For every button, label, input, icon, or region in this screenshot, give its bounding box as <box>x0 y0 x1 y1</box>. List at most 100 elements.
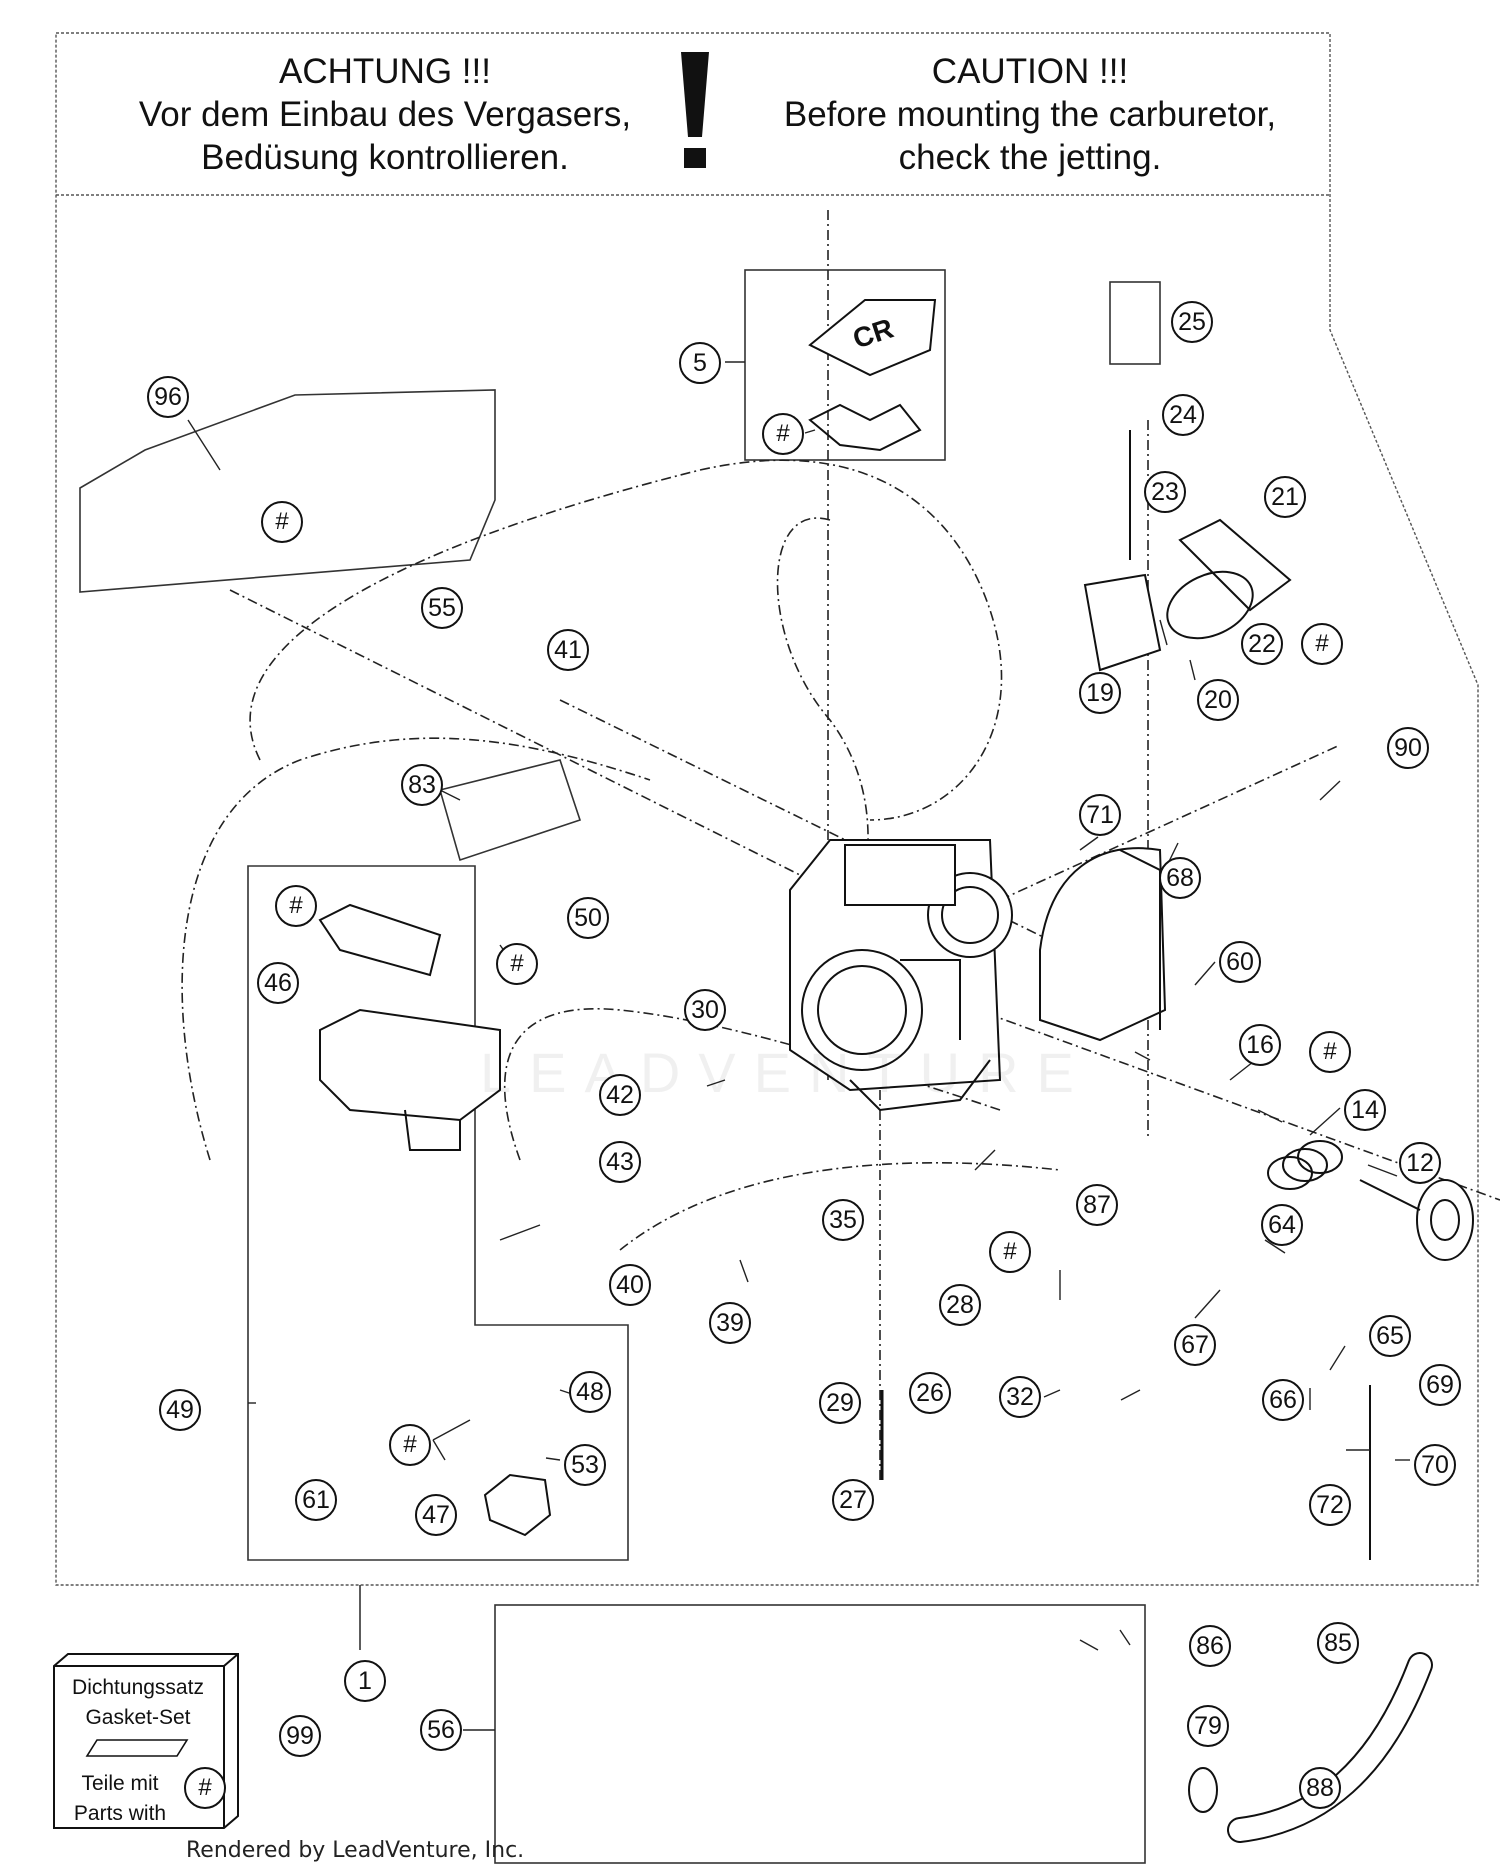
group-box-83 <box>439 759 582 862</box>
footer-credit: Rendered by LeadVenture, Inc. <box>186 1838 525 1863</box>
sensor-housing <box>1039 847 1167 1042</box>
part-callout-41[interactable]: 41 <box>547 629 589 671</box>
caution-en-line2: Before mounting the carburetor, <box>783 95 1277 134</box>
throttle-wheel-12 <box>1359 1179 1474 1261</box>
diaphragm-21 <box>1178 518 1292 612</box>
part-callout-85[interactable]: 85 <box>1317 1622 1359 1664</box>
hose-mid <box>503 1008 1001 1161</box>
group-box-5 <box>744 269 946 461</box>
part-callout-88[interactable]: 88 <box>1299 1767 1341 1809</box>
axis-diag-2 <box>559 699 1091 961</box>
part-callout-65[interactable]: 65 <box>1369 1315 1411 1357</box>
part-callout-50[interactable]: 50 <box>567 897 609 939</box>
group-box-25 <box>1109 281 1161 365</box>
part-callout-68[interactable]: 68 <box>1159 857 1201 899</box>
part-callout-49[interactable]: 49 <box>159 1389 201 1431</box>
hash-callout-5: # <box>762 413 804 455</box>
part-callout-40[interactable]: 40 <box>609 1264 651 1306</box>
part-callout-14[interactable]: 14 <box>1344 1089 1386 1131</box>
part-callout-96[interactable]: 96 <box>147 376 189 418</box>
part-callout-12[interactable]: 12 <box>1399 1142 1441 1184</box>
hose-left <box>181 737 651 1161</box>
part-callout-60[interactable]: 60 <box>1219 941 1261 983</box>
kit-parts-de: Teile mit <box>81 1772 159 1795</box>
exclamation-mark <box>675 52 715 170</box>
axis-diag-1 <box>229 589 851 901</box>
part-callout-1[interactable]: 1 <box>344 1660 386 1702</box>
part-callout-29[interactable]: 29 <box>819 1382 861 1424</box>
part-callout-32[interactable]: 32 <box>999 1376 1041 1418</box>
hash-callout-49: # <box>389 1424 431 1466</box>
o-ring-22 <box>1166 570 1254 640</box>
part-callout-27[interactable]: 27 <box>832 1479 874 1521</box>
part-callout-90[interactable]: 90 <box>1387 727 1429 769</box>
part-callout-21[interactable]: 21 <box>1264 476 1306 518</box>
float-bowl <box>319 1008 501 1151</box>
part-callout-67[interactable]: 67 <box>1174 1324 1216 1366</box>
part-callout-61[interactable]: 61 <box>295 1479 337 1521</box>
clamp-79 <box>1188 1767 1218 1813</box>
part-callout-99[interactable]: 99 <box>279 1715 321 1757</box>
hash-callout-83: # <box>496 943 538 985</box>
caution-en-line1: CAUTION !!! <box>931 52 1129 91</box>
group-box-96 <box>79 389 496 593</box>
carburetor-body <box>789 839 1013 1112</box>
part-callout-55[interactable]: 55 <box>421 587 463 629</box>
part-callout-47[interactable]: 47 <box>415 1494 457 1536</box>
part-callout-71[interactable]: 71 <box>1079 794 1121 836</box>
part-callout-48[interactable]: 48 <box>569 1371 611 1413</box>
hose-loop-top <box>776 517 869 901</box>
part-callout-19[interactable]: 19 <box>1079 672 1121 714</box>
part-callout-66[interactable]: 66 <box>1262 1379 1304 1421</box>
pump-cover <box>483 1473 552 1537</box>
part-callout-42[interactable]: 42 <box>599 1074 641 1116</box>
part-callout-35[interactable]: 35 <box>822 1199 864 1241</box>
part-callout-20[interactable]: 20 <box>1197 679 1239 721</box>
diagram-frame <box>55 32 1479 1586</box>
part-callout-70[interactable]: 70 <box>1414 1444 1456 1486</box>
part-callout-43[interactable]: 43 <box>599 1141 641 1183</box>
part-callout-69[interactable]: 69 <box>1419 1364 1461 1406</box>
part-callout-16[interactable]: 16 <box>1239 1024 1281 1066</box>
hose-lower <box>619 1161 1061 1251</box>
group-box-56 <box>494 1604 1146 1864</box>
caution-de-line2: Vor dem Einbau des Vergasers, <box>138 95 632 134</box>
part-callout-28[interactable]: 28 <box>939 1284 981 1326</box>
part-callout-56[interactable]: 56 <box>420 1709 462 1751</box>
part-callout-83[interactable]: 83 <box>401 764 443 806</box>
part-callout-46[interactable]: 46 <box>257 962 299 1004</box>
bowl-gasket <box>318 903 442 977</box>
part-callout-23[interactable]: 23 <box>1144 471 1186 513</box>
caution-de-line3: Bedüsung kontrollieren. <box>201 138 569 177</box>
part-callout-22[interactable]: 22 <box>1241 623 1283 665</box>
kit-label-en: Gasket-Set <box>85 1706 191 1729</box>
kit-label-de: Dichtungssatz <box>72 1676 204 1699</box>
part-callout-26[interactable]: 26 <box>909 1372 951 1414</box>
hash-callout-32: # <box>989 1231 1031 1273</box>
part-callout-64[interactable]: 64 <box>1261 1204 1303 1246</box>
caution-de-line1: ACHTUNG !!! <box>279 52 491 91</box>
part-callout-87[interactable]: 87 <box>1076 1184 1118 1226</box>
part-callout-24[interactable]: 24 <box>1162 394 1204 436</box>
part-callout-72[interactable]: 72 <box>1309 1484 1351 1526</box>
watermark: LEADVENTURE <box>480 1041 1092 1104</box>
hash-callout-22: # <box>1301 623 1343 665</box>
hash-callout-96: # <box>261 501 303 543</box>
part-callout-25[interactable]: 25 <box>1171 301 1213 343</box>
part-callout-53[interactable]: 53 <box>564 1444 606 1486</box>
part-callout-86[interactable]: 86 <box>1189 1625 1231 1667</box>
part-callout-79[interactable]: 79 <box>1187 1705 1229 1747</box>
axis-diag-4 <box>999 744 1341 901</box>
part-callout-39[interactable]: 39 <box>709 1302 751 1344</box>
group-box-49 <box>247 865 629 1561</box>
hash-callout-16: # <box>1309 1031 1351 1073</box>
part-callout-30[interactable]: 30 <box>684 989 726 1031</box>
kit-parts-en: Parts with <box>73 1802 167 1825</box>
carb-cap <box>808 299 937 452</box>
part-callout-5[interactable]: 5 <box>679 342 721 384</box>
spring-14 <box>1267 1140 1343 1190</box>
hose-loop-large <box>249 459 1003 821</box>
caution-en-line3: check the jetting. <box>898 138 1162 177</box>
hot-start-19 <box>1083 573 1162 672</box>
